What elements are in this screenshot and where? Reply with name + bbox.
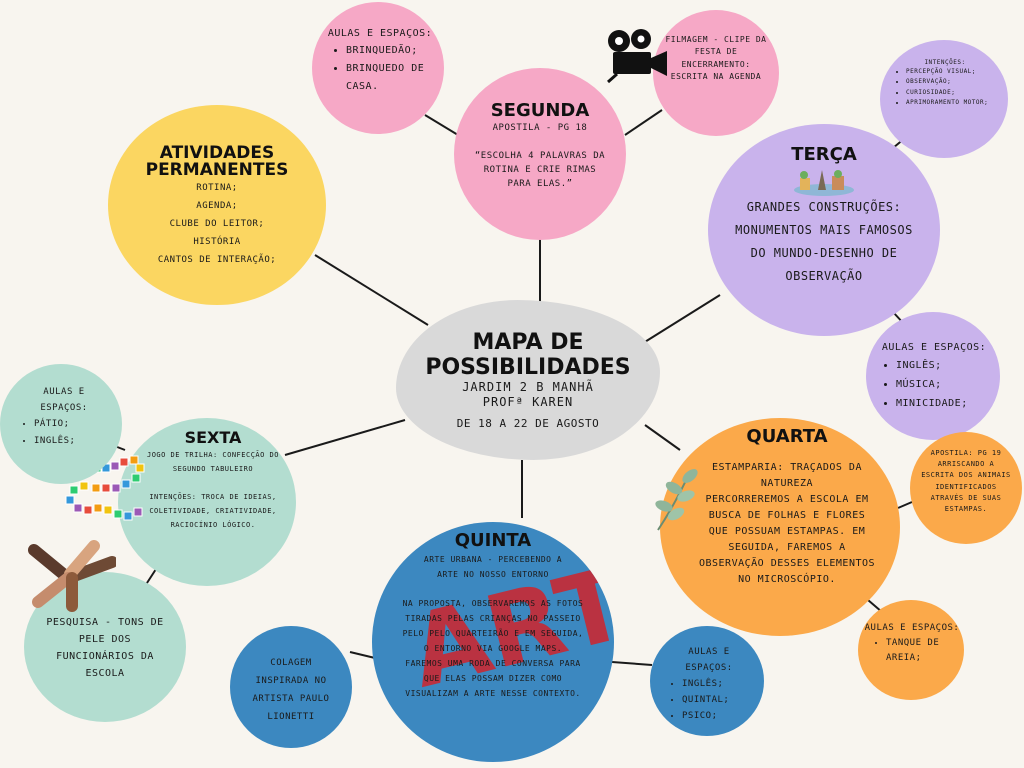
quinta-title: QUINTA	[454, 530, 532, 551]
intencao-item: APRIMORAMENTO MOTOR;	[906, 98, 1000, 108]
segunda-spaces-node: AULAS E ESPAÇOS: BRINQUEDÃO; BRINQUEDO D…	[312, 2, 444, 134]
sexta-text1: JOGO DE TRILHA: CONFECÇÃO DO SEGUNDO TAB…	[146, 451, 279, 473]
quarta-text2: PERCORREREMOS A ESCOLA EM BUSCA DE FOLHA…	[698, 494, 876, 585]
line-quinta-colagem	[349, 651, 376, 659]
center-node: MAPA DE POSSIBILIDADES JARDIM 2 B MANHÃ …	[405, 330, 651, 440]
intencao-item: CURIOSIDADE;	[906, 88, 1000, 98]
space-item: MÚSICA;	[896, 375, 994, 394]
intencao-item: OBSERVAÇÃO;	[906, 77, 1000, 87]
line-quarta-apostila	[897, 501, 913, 509]
terca-node: TERÇA GRANDES CONSTRUÇÕES: MONUMENTOS MA…	[708, 124, 940, 336]
terca-text: GRANDES CONSTRUÇÕES: MONUMENTOS MAIS FAM…	[735, 200, 913, 283]
sexta-spaces-node: AULAS E ESPAÇOS: PÁTIO; INGLÊS;	[0, 364, 122, 484]
quarta-spaces-heading: AULAS E ESPAÇOS:	[864, 623, 960, 633]
space-item: BRINQUEDÃO;	[346, 42, 436, 60]
space-item: BRINQUEDO DE CASA.	[346, 60, 436, 96]
quarta-text1: ESTAMPARIA: TRAÇADOS DA NATUREZA	[712, 462, 862, 489]
line-center-atividades	[314, 254, 429, 326]
space-item: MINICIDADE;	[896, 394, 994, 413]
atividades-title: ATIVIDADES PERMANENTES	[145, 143, 289, 180]
sexta-title: SEXTA	[184, 428, 242, 447]
center-dates: DE 18 A 22 DE AGOSTO	[456, 417, 600, 430]
terca-intencoes-heading: INTENÇÕES:	[924, 59, 966, 66]
filmagem-node: FILMAGEM - CLIPE DA FESTA DE ENCERRAMENT…	[653, 10, 779, 136]
space-item: PSICO;	[682, 708, 758, 724]
center-teacher: PROFª KAREN	[482, 395, 574, 409]
quinta-spaces-node: AULAS E ESPAÇOS: INGLÊS; QUINTAL; PSICO;	[650, 626, 764, 736]
line-center-quarta	[644, 424, 681, 451]
sexta-text2: INTENÇÕES: TROCA DE IDEIAS, COLETIVIDADE…	[149, 493, 277, 529]
sexta-node: SEXTA JOGO DE TRILHA: CONFECÇÃO DO SEGUN…	[118, 418, 296, 586]
line-quinta-spaces	[611, 661, 653, 666]
segunda-spaces-heading: AULAS E ESPAÇOS:	[327, 28, 433, 39]
filmagem-text: FILMAGEM - CLIPE DA FESTA DE ENCERRAMENT…	[665, 35, 767, 82]
quarta-spaces-node: AULAS E ESPAÇOS: TANQUE DE AREIA;	[858, 600, 964, 700]
quinta-text3: FAREMOS UMA RODA DE CONVERSA PARA QUE EL…	[405, 659, 581, 698]
space-item: TANQUE DE AREIA;	[886, 636, 960, 667]
center-title: MAPA DE POSSIBILIDADES	[425, 330, 631, 380]
atividades-item: ROTINA;	[196, 183, 238, 193]
atividades-item: CLUBE DO LEITOR;	[169, 219, 265, 229]
atividades-node: ATIVIDADES PERMANENTES ROTINA; AGENDA; C…	[108, 105, 326, 305]
sexta-pesquisa-text: PESQUISA - TONS DE PELE DOS FUNCIONÁRIOS…	[46, 617, 164, 679]
space-item: INGLÊS;	[682, 676, 758, 692]
space-item: INGLÊS;	[34, 433, 116, 450]
quarta-node: QUARTA ESTAMPARIA: TRAÇADOS DA NATUREZA …	[660, 418, 900, 636]
quinta-colagem-text: COLAGEM INSPIRADA NO ARTISTA PAULO LIONE…	[252, 658, 330, 722]
center-blob	[396, 300, 660, 460]
terca-spaces-node: AULAS E ESPAÇOS: INGLÊS; MÚSICA; MINICID…	[866, 312, 1000, 440]
space-item: PÁTIO;	[34, 416, 116, 433]
sexta-spaces-heading: AULAS E ESPAÇOS:	[40, 387, 88, 413]
intencao-item: PERCEPÇÃO VISUAL;	[906, 67, 1000, 77]
monuments-icon	[794, 170, 854, 196]
quarta-apostila-text: APOSTILA: pg 19 ARRISCANDO A ESCRITA DOS…	[921, 449, 1011, 513]
segunda-text: “ESCOLHA 4 PALAVRAS DA ROTINA E CRIE RIM…	[474, 150, 606, 189]
space-item: QUINTAL;	[682, 692, 758, 708]
quinta-colagem-node: COLAGEM INSPIRADA NO ARTISTA PAULO LIONE…	[230, 626, 352, 748]
space-item: INGLÊS;	[896, 356, 994, 375]
quinta-spaces-heading: AULAS E ESPAÇOS:	[685, 647, 733, 673]
quinta-text1: ARTE URBANA - PERCEBENDO A ARTE NO NOSSO…	[423, 555, 563, 579]
quarta-title: QUARTA	[746, 426, 828, 447]
quinta-node: ART QUINTA ARTE URBANA - PERCEBENDO A AR…	[372, 522, 614, 762]
atividades-item: HISTÓRIA	[193, 237, 241, 247]
quinta-text2: NA PROPOSTA, OBSERVAREMOS AS FOTOS TIRAD…	[402, 599, 584, 653]
quarta-apostila-node: APOSTILA: pg 19 ARRISCANDO A ESCRITA DOS…	[910, 432, 1022, 544]
atividades-item: AGENDA;	[196, 201, 238, 211]
atividades-item: CANTOS DE INTERAÇÃO;	[157, 255, 277, 265]
terca-spaces-heading: AULAS E ESPAÇOS:	[881, 342, 987, 353]
line-segunda-spaces	[424, 114, 459, 136]
line-center-terca	[639, 294, 721, 346]
film-camera-icon	[607, 29, 667, 84]
terca-intencoes-node: INTENÇÕES: PERCEPÇÃO VISUAL; OBSERVAÇÃO;…	[880, 40, 1008, 158]
terca-title: TERÇA	[791, 144, 857, 165]
segunda-title: SEGUNDA	[490, 100, 590, 121]
line-center-sexta	[284, 419, 406, 456]
center-class: JARDIM 2 B MANHÃ	[462, 380, 594, 394]
line-segunda-filmagem	[624, 109, 663, 136]
segunda-subtitle: APOSTILA - pg 18	[492, 123, 588, 133]
segunda-node: SEGUNDA APOSTILA - pg 18 “ESCOLHA 4 PALA…	[454, 68, 626, 240]
leaves-icon	[655, 469, 698, 531]
diverse-hands-icon	[28, 540, 116, 612]
